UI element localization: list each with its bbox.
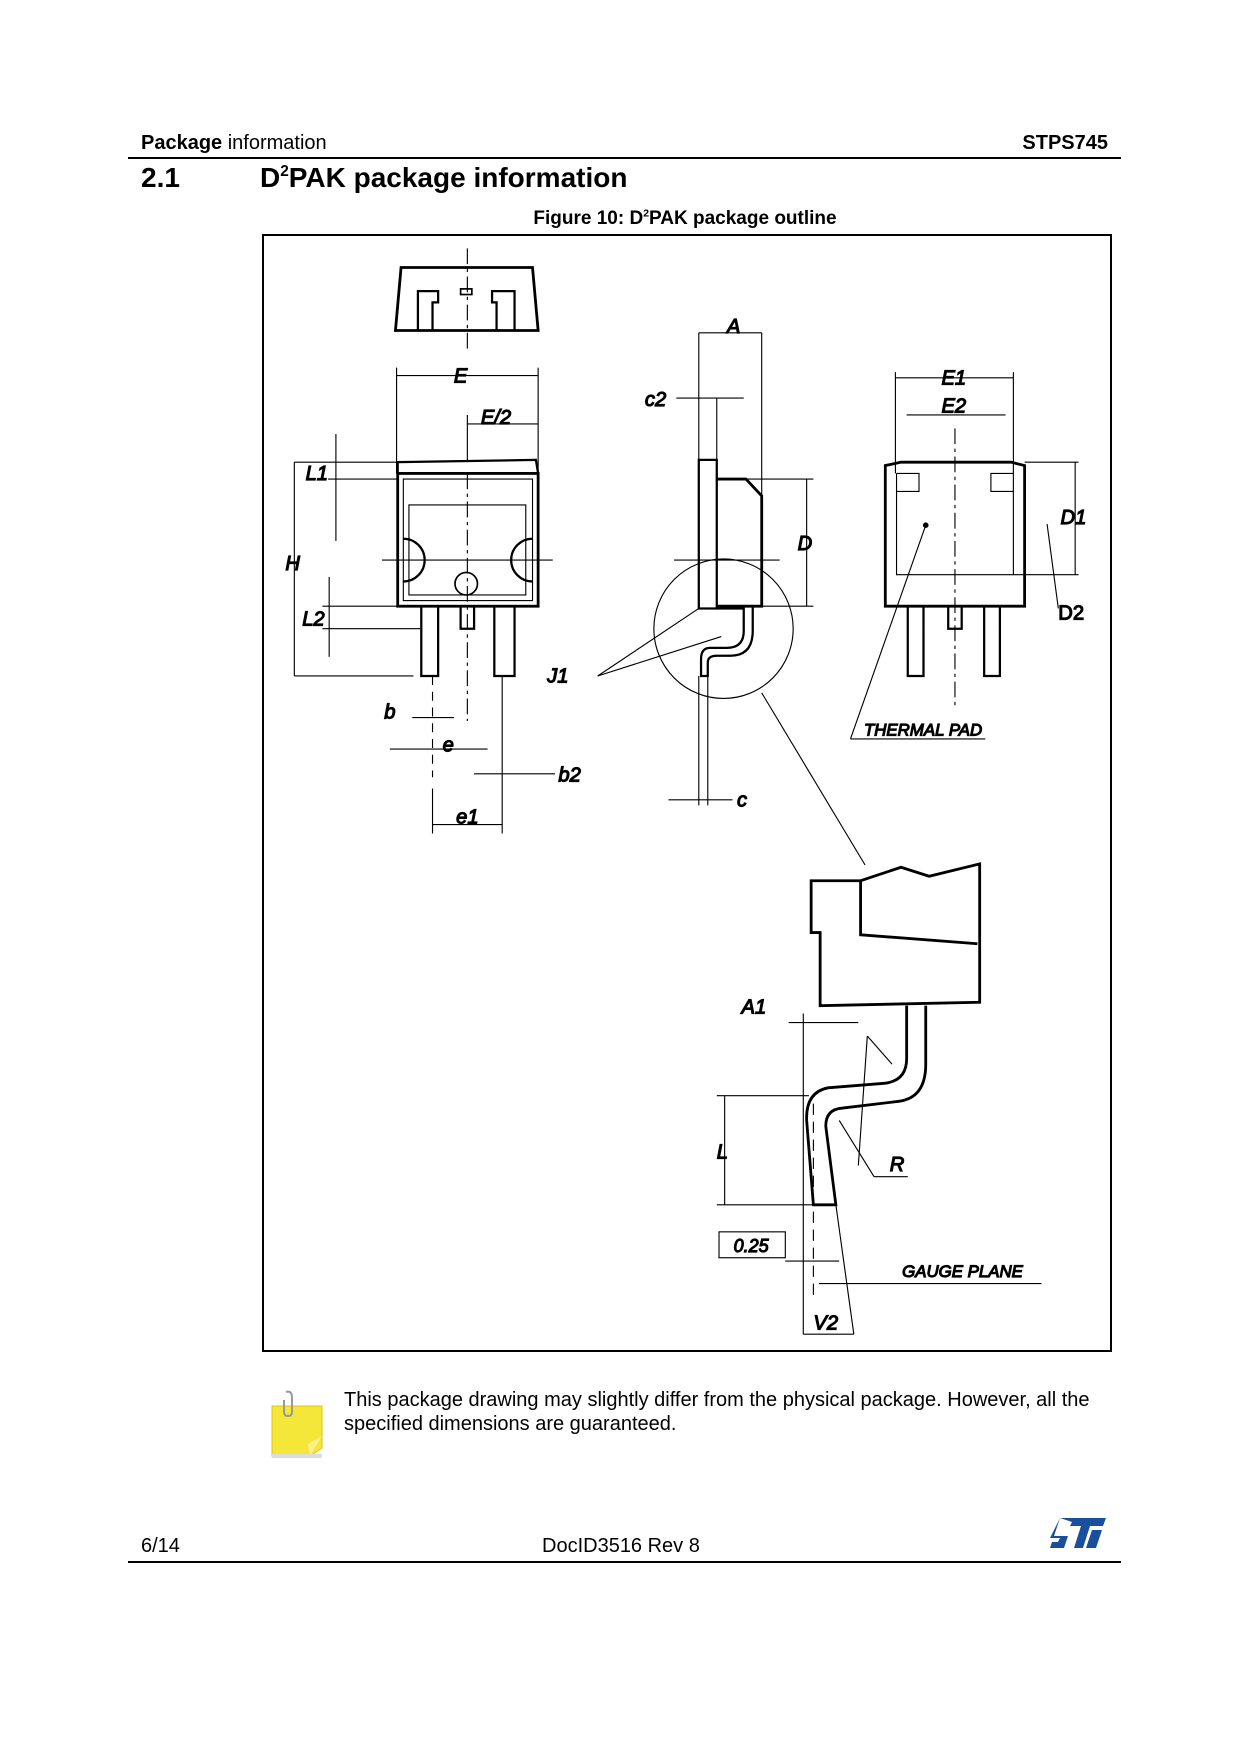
caption-sup: 2: [643, 208, 650, 220]
header-part-number: STPS745: [1022, 132, 1108, 154]
st-logo: [1050, 1516, 1106, 1550]
dim-label-D: D: [798, 533, 813, 555]
dim-label-H: H: [285, 553, 300, 575]
title-part: PAK package information: [288, 162, 628, 193]
bottom-view: [849, 372, 1079, 740]
dim-label-L1: L1: [306, 463, 328, 485]
note-text: This package drawing may slightly differ…: [344, 1389, 1090, 1435]
section-number: 2.1: [141, 162, 180, 193]
dim-label-L2: L2: [302, 608, 324, 630]
dim-label-e1: e1: [456, 806, 478, 828]
gauge-value-label: 0.25: [734, 1236, 770, 1256]
title-part: D: [260, 162, 281, 193]
dim-label-c2: c2: [645, 389, 666, 411]
figure-caption: Figure 10: D2PAK package outline: [0, 208, 1240, 230]
footer-rule: [128, 1561, 1121, 1563]
dim-label-A: A: [726, 316, 740, 338]
dim-label-E-half: E/2: [481, 407, 511, 429]
package-outline-figure: A E E/2 c2 E1 E2 L1 H D D1 D2 L2 J1 b e …: [262, 234, 1112, 1352]
dim-label-E: E: [454, 365, 468, 387]
dim-label-b: b: [384, 702, 395, 724]
title-sup: 2: [280, 163, 289, 181]
top-view: [393, 248, 540, 352]
front-view: [293, 367, 555, 834]
dim-label-A1: A1: [740, 997, 766, 1019]
dim-label-E1: E1: [941, 368, 966, 390]
header-section-bold: Package: [141, 132, 223, 154]
lead-detail-view: [716, 862, 1042, 1335]
section-title: D2PAK package information: [260, 162, 627, 194]
dim-label-c: c: [737, 789, 747, 811]
dim-label-L: L: [717, 1142, 728, 1164]
header-section: Package information: [141, 132, 327, 155]
thermal-pad-label: THERMAL PAD: [864, 721, 982, 740]
dim-label-R: R: [890, 1154, 905, 1176]
dim-label-J1: J1: [546, 666, 568, 688]
side-view: [597, 332, 866, 866]
footer-doc-id: DocID3516 Rev 8: [542, 1535, 700, 1557]
caption-part: PAK package outline: [649, 208, 837, 229]
dim-label-e: e: [443, 734, 454, 756]
dim-label-D1: D1: [1061, 507, 1087, 529]
header-section-rest: information: [222, 132, 327, 154]
caption-part: Figure 10: D: [533, 208, 644, 229]
dim-label-E2: E2: [941, 396, 966, 418]
package-drawing: A E E/2 c2 E1 E2 L1 H D D1 D2 L2 J1 b e …: [285, 248, 1087, 1335]
gauge-plane-label: GAUGE PLANE: [902, 1262, 1024, 1281]
dim-label-V2: V2: [813, 1313, 838, 1335]
note-icon: [270, 1388, 326, 1458]
header-rule: [128, 157, 1121, 159]
dim-label-D2: D2: [1058, 603, 1084, 625]
footer-page-number: 6/14: [141, 1535, 180, 1557]
dim-label-b2: b2: [558, 765, 580, 787]
